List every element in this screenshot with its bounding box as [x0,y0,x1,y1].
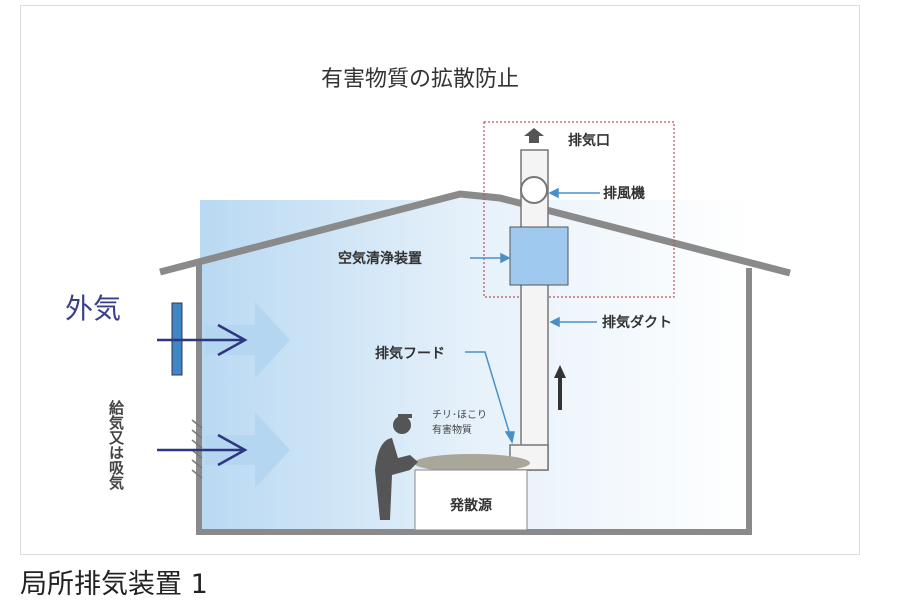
diagram-frame [20,5,860,555]
diagram-title: 有害物質の拡散防止 [321,67,519,92]
airflow-up-arrow-icon [554,365,566,410]
louver [191,419,203,479]
label-exhaust-outlet: 排気口 [568,132,610,149]
source-table [414,469,528,531]
walls [196,260,752,535]
label-arrows [465,187,600,445]
worker-figure [375,414,418,520]
label-supply-air: 給気又は吸気 [107,399,125,491]
air-cleaner [509,226,569,286]
figure-caption: 局所排気装置 1 [20,569,208,600]
label-air-cleaner: 空気清浄装置 [338,250,422,267]
label-harmful: 有害物質 [432,423,472,436]
exhaust-up-arrow-icon [524,128,544,143]
roof [159,190,791,277]
label-dust: チリ･ほこり [432,409,487,421]
exhaust-fan [520,176,548,204]
equipment-boundary [483,121,675,298]
label-exhaust-fan: 排風機 [603,185,645,202]
dust-pile [414,454,530,472]
room-air [200,196,748,530]
inflow-arrows [157,323,248,467]
label-exhaust-duct: 排気ダクト [602,314,672,331]
label-source: 発散源 [449,497,492,514]
label-outside-air: 外気 [65,292,121,325]
label-exhaust-hood: 排気フード [375,345,445,362]
